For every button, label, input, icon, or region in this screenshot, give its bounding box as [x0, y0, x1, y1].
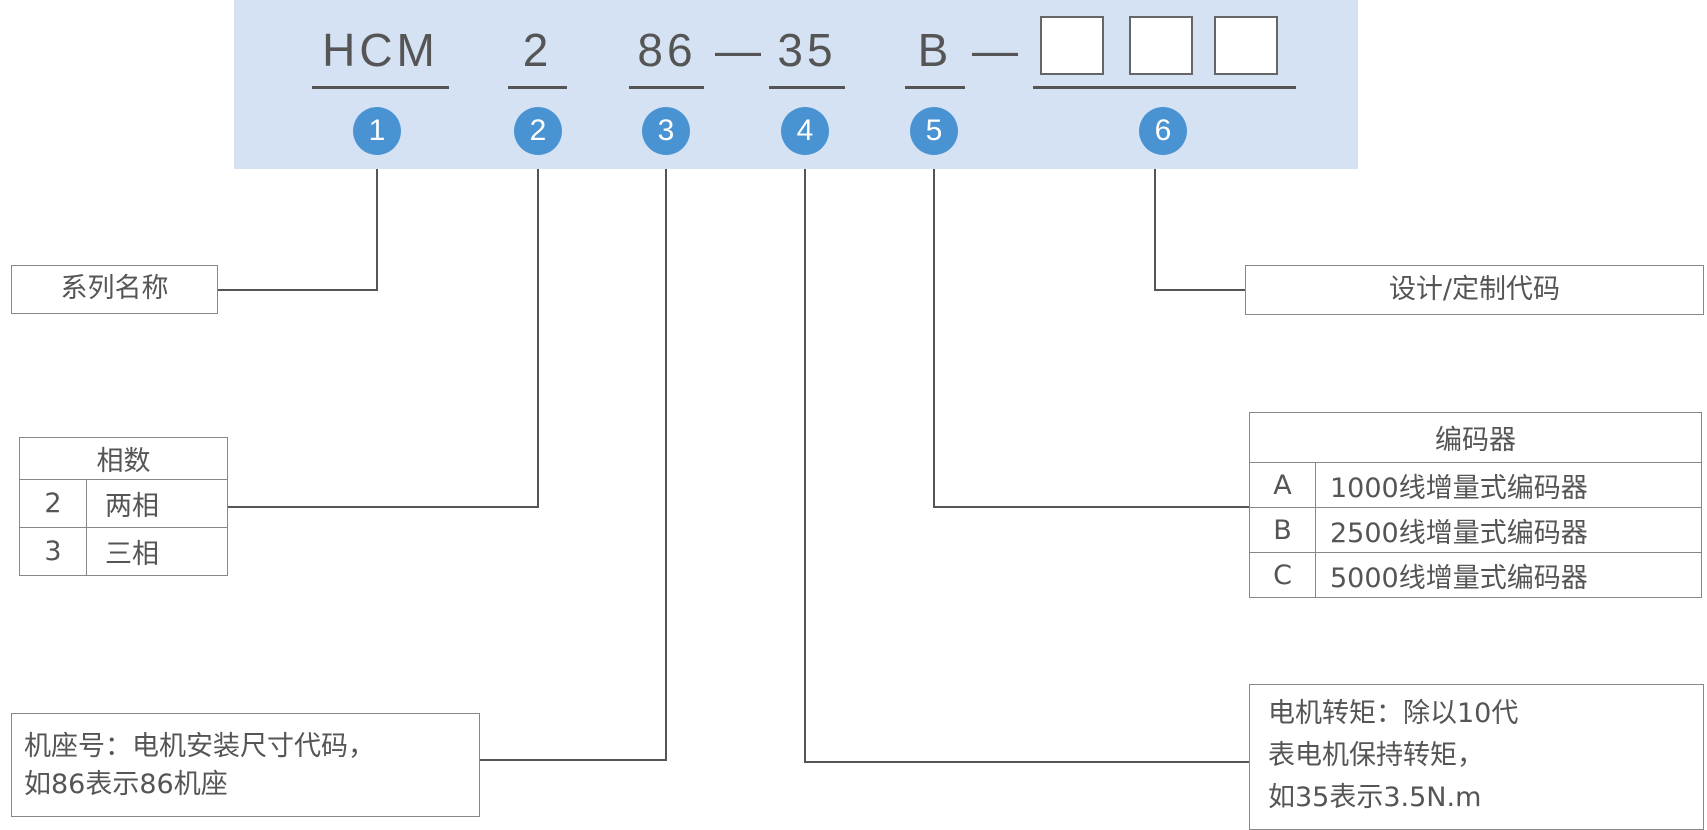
- marker-4: 4: [781, 107, 829, 155]
- encoder-table: 编码器 A 1000线增量式编码器 B 2500线增量式编码器 C 5000线增…: [1249, 412, 1702, 598]
- code-series: HCM: [322, 24, 439, 76]
- code-dash-1: —: [715, 24, 761, 76]
- connector-4: [804, 169, 1249, 763]
- encoder-code: C: [1249, 552, 1316, 598]
- code-encoder: B: [917, 24, 953, 76]
- underline: [508, 86, 567, 89]
- encoder-desc: 1000线增量式编码器: [1315, 462, 1702, 508]
- code-blank-box: [1040, 16, 1104, 75]
- connector-3: [480, 169, 667, 761]
- connector-5: [933, 169, 1249, 508]
- phase-desc: 两相: [86, 479, 228, 528]
- connector-6: [1154, 169, 1245, 291]
- encoder-desc: 2500线增量式编码器: [1315, 507, 1702, 553]
- code-blank-box: [1214, 16, 1278, 75]
- encoder-code: A: [1249, 462, 1316, 508]
- encoder-code: B: [1249, 507, 1316, 553]
- table-row: C 5000线增量式编码器: [1249, 552, 1702, 598]
- code-dash-2: —: [972, 24, 1018, 76]
- connector-2: [228, 169, 539, 508]
- frame-size-line: 如86表示86机座: [24, 769, 228, 800]
- torque-label: 电机转矩：除以10代 表电机保持转矩， 如35表示3.5N.m: [1249, 684, 1704, 830]
- code-phase: 2: [522, 24, 553, 76]
- frame-size-label: 机座号：电机安装尺寸代码， 如86表示86机座: [11, 713, 480, 817]
- design-code-label: 设计/定制代码: [1245, 265, 1704, 315]
- torque-line: 表电机保持转矩，: [1268, 740, 1484, 771]
- phase-table: 相数 2 两相 3 三相: [19, 437, 228, 576]
- underline: [312, 86, 449, 89]
- marker-2: 2: [514, 107, 562, 155]
- code-torque: 35: [777, 24, 837, 76]
- underline: [769, 86, 845, 89]
- table-row: A 1000线增量式编码器: [1249, 462, 1702, 508]
- phase-code: 2: [19, 479, 87, 528]
- torque-line: 电机转矩：除以10代: [1268, 698, 1519, 729]
- marker-6: 6: [1139, 107, 1187, 155]
- underline: [1033, 86, 1296, 89]
- phase-code: 3: [19, 527, 87, 576]
- phase-desc: 三相: [86, 527, 228, 576]
- table-row: B 2500线增量式编码器: [1249, 507, 1702, 553]
- code-frame: 86: [637, 24, 697, 76]
- frame-size-line: 机座号：电机安装尺寸代码，: [24, 731, 375, 762]
- underline: [629, 86, 704, 89]
- encoder-desc: 5000线增量式编码器: [1315, 552, 1702, 598]
- torque-line: 如35表示3.5N.m: [1268, 782, 1482, 813]
- marker-1: 1: [353, 107, 401, 155]
- connector-1: [218, 169, 378, 291]
- underline: [905, 86, 965, 89]
- marker-5: 5: [910, 107, 958, 155]
- series-name-label: 系列名称: [11, 265, 218, 314]
- table-row: 3 三相: [19, 527, 228, 576]
- phase-table-header: 相数: [19, 437, 228, 480]
- code-blank-box: [1129, 16, 1193, 75]
- table-row: 2 两相: [19, 479, 228, 528]
- marker-3: 3: [642, 107, 690, 155]
- encoder-table-header: 编码器: [1249, 412, 1702, 463]
